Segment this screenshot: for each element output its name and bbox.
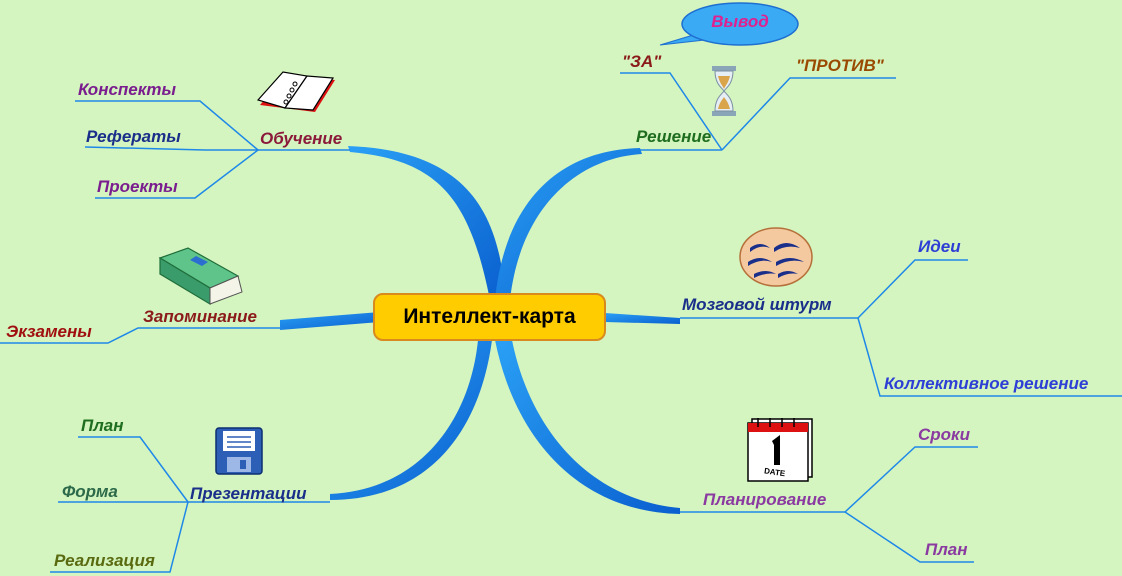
- callout-bubble: [659, 2, 799, 46]
- node-proekty[interactable]: Проекты: [97, 177, 178, 196]
- floppy-disk-icon: [215, 427, 263, 475]
- node-za[interactable]: "ЗА": [622, 52, 662, 71]
- branch-planirovanie: [495, 340, 680, 514]
- main-branches: [280, 146, 680, 514]
- hourglass-icon: [712, 66, 736, 116]
- node-referaty[interactable]: Рефераты: [86, 127, 181, 146]
- node-planirovanie[interactable]: Планирование: [703, 490, 827, 509]
- svg-text:DATE: DATE: [764, 466, 787, 478]
- node-plan-planirovaniya[interactable]: План: [925, 540, 968, 559]
- node-mozgovoi-shturm[interactable]: Мозговой штурм: [682, 295, 832, 314]
- node-zapominanie[interactable]: Запоминание: [143, 307, 257, 326]
- brain-icon: [739, 227, 813, 287]
- calendar-icon: DATE: [747, 418, 813, 482]
- node-obuchenie[interactable]: Обучение: [260, 129, 343, 148]
- node-kollektivnoe-reshenie[interactable]: Коллективное решение: [884, 374, 1089, 393]
- node-plan-prezentacii[interactable]: План: [81, 416, 124, 435]
- node-ekzameny[interactable]: Экзамены: [6, 322, 92, 341]
- node-idei[interactable]: Идеи: [918, 237, 961, 256]
- node-realizaciya[interactable]: Реализация: [54, 551, 155, 570]
- node-protiv[interactable]: "ПРОТИВ": [796, 56, 884, 75]
- center-node[interactable]: Интеллект-карта: [373, 293, 606, 341]
- branch-obuchenie: [348, 146, 505, 300]
- callout-label-vyvod[interactable]: Вывод: [711, 12, 769, 31]
- book-icon: [158, 247, 243, 306]
- node-prezentacii[interactable]: Презентации: [190, 484, 307, 503]
- connector-lines: [0, 72, 1122, 573]
- node-forma[interactable]: Форма: [62, 482, 118, 501]
- node-reshenie[interactable]: Решение: [636, 127, 712, 146]
- node-sroki[interactable]: Сроки: [918, 425, 971, 444]
- branch-reshenie: [495, 148, 642, 300]
- node-konspekty[interactable]: Конспекты: [78, 80, 176, 99]
- branch-mozgovoi: [605, 313, 680, 324]
- notebook-icon: [256, 71, 335, 112]
- branch-zapominanie: [280, 312, 380, 330]
- branch-prezentacii: [330, 340, 492, 500]
